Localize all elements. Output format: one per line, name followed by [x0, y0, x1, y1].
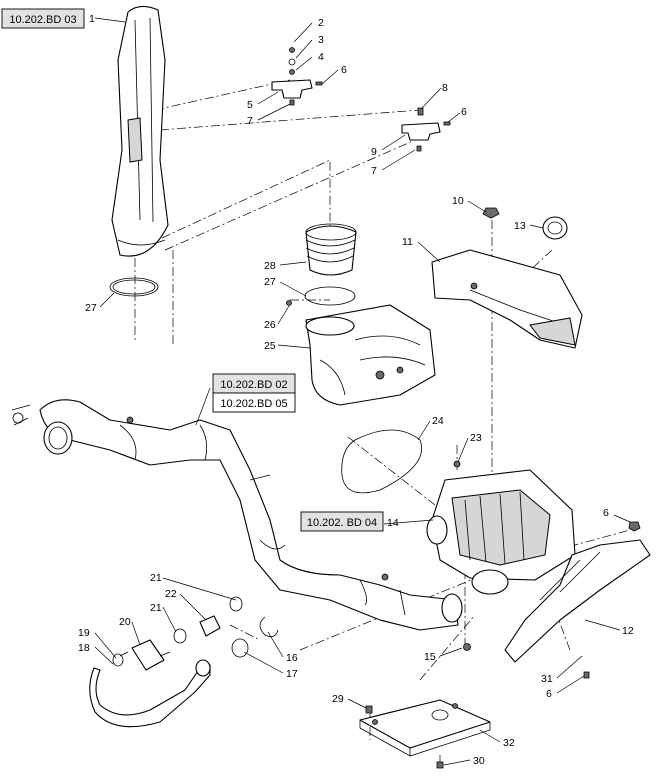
filter-part-20 — [119, 639, 171, 671]
airbox-part-25 — [305, 304, 436, 406]
callout-1: 1 — [89, 13, 95, 25]
callout-30: 30 — [473, 755, 485, 767]
bolt-part-6-lower — [583, 671, 590, 679]
callout-7: 7 — [247, 115, 253, 127]
callout-12: 12 — [622, 625, 634, 637]
clamp-part-27-left — [109, 277, 159, 297]
callout-3: 3 — [318, 34, 324, 46]
cover-part-11 — [431, 249, 583, 349]
callout-8: 8 — [442, 82, 448, 94]
clip-part-16 — [259, 616, 279, 638]
clamp-part-19 — [112, 653, 124, 667]
callout-26: 26 — [264, 319, 276, 331]
bolt-part-29 — [365, 705, 373, 714]
reference-box-2[interactable]: 10.202.BD 02 — [212, 373, 296, 394]
intake-tube-part-1 — [111, 5, 169, 257]
callout-27: 27 — [264, 276, 276, 288]
callout-19: 19 — [78, 627, 90, 639]
callout-31: 31 — [541, 673, 553, 685]
bolt-part-30 — [436, 761, 444, 769]
callout-2: 2 — [318, 17, 324, 29]
clamp-part-21 — [173, 596, 243, 644]
reference-box-4[interactable]: 10.202. BD 04 — [300, 511, 384, 532]
callout-14: 14 — [387, 517, 399, 529]
callout-15: 15 — [424, 651, 436, 663]
reference-text: 10.202. BD 04 — [307, 517, 377, 529]
callout-23: 23 — [470, 432, 482, 444]
hose-part-18 — [89, 659, 211, 728]
reference-box-1[interactable]: 10.202.BD 03 — [1, 8, 85, 29]
fastener-part-26 — [286, 300, 292, 306]
callout-9: 9 — [371, 146, 377, 158]
callout-13: 13 — [514, 220, 526, 232]
callout-21: 21 — [150, 602, 162, 614]
clamp-part-27-center — [304, 286, 356, 306]
callout-6: 6 — [341, 64, 347, 76]
callout-25: 25 — [264, 340, 276, 352]
callout-22: 22 — [165, 588, 177, 600]
callout-6: 6 — [461, 106, 467, 118]
callout-28: 28 — [264, 260, 276, 272]
reference-text: 10.202.BD 02 — [220, 379, 287, 391]
leader-lines — [94, 17, 631, 766]
callout-21: 21 — [150, 572, 162, 584]
plate-part-32 — [359, 699, 491, 757]
callout-16: 16 — [286, 652, 298, 664]
callout-18: 18 — [78, 642, 90, 654]
fitting-part-22 — [199, 615, 221, 637]
callout-7: 7 — [371, 165, 377, 177]
cap-part-10 — [482, 207, 500, 219]
callout-6: 6 — [546, 688, 552, 700]
badge-part-13 — [542, 216, 568, 240]
callout-6: 6 — [603, 507, 609, 519]
callout-29: 29 — [332, 693, 344, 705]
callout-17: 17 — [286, 668, 298, 680]
bracket-part-5 — [271, 47, 323, 106]
callout-4: 4 — [318, 51, 324, 63]
callout-32: 32 — [503, 737, 515, 749]
muffler-part-14 — [426, 460, 576, 651]
callout-11: 11 — [402, 236, 413, 248]
reference-box-3[interactable]: 10.202.BD 05 — [212, 392, 296, 413]
intake-hose-assembly — [11, 399, 463, 631]
callout-10: 10 — [452, 195, 464, 207]
bellows-part-28 — [305, 223, 357, 276]
callout-20: 20 — [119, 616, 131, 628]
heat-shield-part-12 — [504, 521, 651, 663]
clamp-part-17 — [231, 638, 249, 658]
reference-text: 10.202.BD 05 — [220, 398, 287, 410]
bracket-part-9 — [401, 107, 451, 152]
gasket-part-24 — [341, 429, 422, 494]
callout-5: 5 — [247, 99, 253, 111]
callout-27: 27 — [85, 302, 97, 314]
callout-labels: 1 2 3 4 6 5 7 8 6 9 7 10 13 11 28 27 26 … — [78, 13, 634, 767]
reference-text: 10.202.BD 03 — [9, 14, 76, 26]
callout-24: 24 — [432, 415, 444, 427]
